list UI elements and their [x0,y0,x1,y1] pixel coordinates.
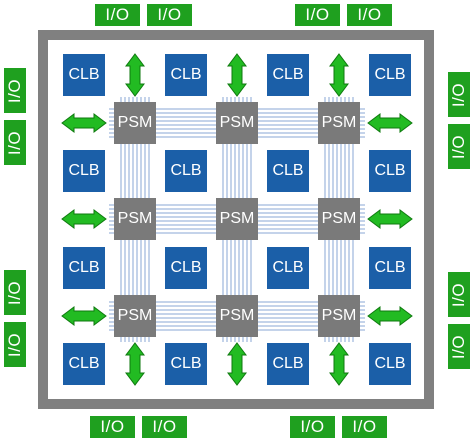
psm-label: PSM [219,307,255,324]
psm-label: PSM [219,210,255,227]
io-pad: I/O [342,416,387,438]
psm-label: PSM [117,114,153,131]
io-pad: I/O [4,120,26,165]
io-pad: I/O [295,4,340,26]
clb-label: CLB [170,66,202,83]
double-arrow-icon [367,306,413,326]
double-arrow-icon [227,53,247,97]
psm-block: PSM [114,198,156,240]
io-label: I/O [100,417,125,436]
double-arrow-icon [227,342,247,386]
clb-label: CLB [272,66,304,83]
psm-block: PSM [318,295,360,337]
psm-label: PSM [117,307,153,324]
io-pad: I/O [142,416,187,438]
clb-block: CLB [63,54,105,96]
double-arrow-icon [61,209,107,229]
clb-block: CLB [267,343,309,385]
io-pad: I/O [448,72,470,117]
clb-label: CLB [68,259,100,276]
io-label: I/O [5,280,25,305]
io-pad: I/O [347,4,392,26]
clb-block: CLB [63,247,105,289]
io-label: I/O [357,5,382,24]
io-label: I/O [5,130,25,155]
io-label: I/O [449,282,469,307]
clb-block: CLB [267,54,309,96]
psm-label: PSM [321,114,357,131]
double-arrow-icon [329,53,349,97]
clb-label: CLB [68,66,100,83]
psm-label: PSM [219,114,255,131]
clb-label: CLB [272,162,304,179]
psm-block: PSM [216,102,258,144]
io-label: I/O [152,417,177,436]
psm-block: PSM [318,102,360,144]
io-pad: I/O [4,68,26,113]
clb-block: CLB [165,247,207,289]
psm-block: PSM [318,198,360,240]
clb-label: CLB [374,162,406,179]
clb-block: CLB [369,343,411,385]
io-pad: I/O [4,270,26,315]
clb-label: CLB [170,162,202,179]
double-arrow-icon [61,306,107,326]
io-pad: I/O [448,324,470,369]
io-pad: I/O [290,416,335,438]
clb-block: CLB [369,247,411,289]
clb-label: CLB [170,355,202,372]
clb-block: CLB [369,54,411,96]
psm-block: PSM [114,295,156,337]
double-arrow-icon [329,342,349,386]
double-arrow-icon [61,113,107,133]
clb-label: CLB [374,355,406,372]
clb-label: CLB [272,259,304,276]
clb-block: CLB [267,247,309,289]
clb-label: CLB [374,66,406,83]
io-label: I/O [449,82,469,107]
io-pad: I/O [448,124,470,169]
psm-block: PSM [114,102,156,144]
psm-block: PSM [216,295,258,337]
io-label: I/O [449,334,469,359]
io-pad: I/O [90,416,135,438]
io-label: I/O [157,5,182,24]
io-label: I/O [305,5,330,24]
clb-label: CLB [68,355,100,372]
io-pad: I/O [147,4,192,26]
clb-label: CLB [374,259,406,276]
psm-label: PSM [321,210,357,227]
io-pad: I/O [448,272,470,317]
psm-block: PSM [216,198,258,240]
clb-block: CLB [63,150,105,192]
io-label: I/O [5,78,25,103]
double-arrow-icon [367,209,413,229]
io-label: I/O [300,417,325,436]
psm-label: PSM [117,210,153,227]
io-label: I/O [5,332,25,357]
double-arrow-icon [125,342,145,386]
io-pad: I/O [95,4,140,26]
clb-block: CLB [63,343,105,385]
io-label: I/O [105,5,130,24]
clb-label: CLB [68,162,100,179]
clb-block: CLB [165,150,207,192]
io-label: I/O [449,134,469,159]
clb-block: CLB [267,150,309,192]
psm-label: PSM [321,307,357,324]
clb-label: CLB [272,355,304,372]
io-label: I/O [352,417,377,436]
double-arrow-icon [125,53,145,97]
io-pad: I/O [4,322,26,367]
clb-label: CLB [170,259,202,276]
clb-block: CLB [165,54,207,96]
double-arrow-icon [367,113,413,133]
clb-block: CLB [165,343,207,385]
clb-block: CLB [369,150,411,192]
